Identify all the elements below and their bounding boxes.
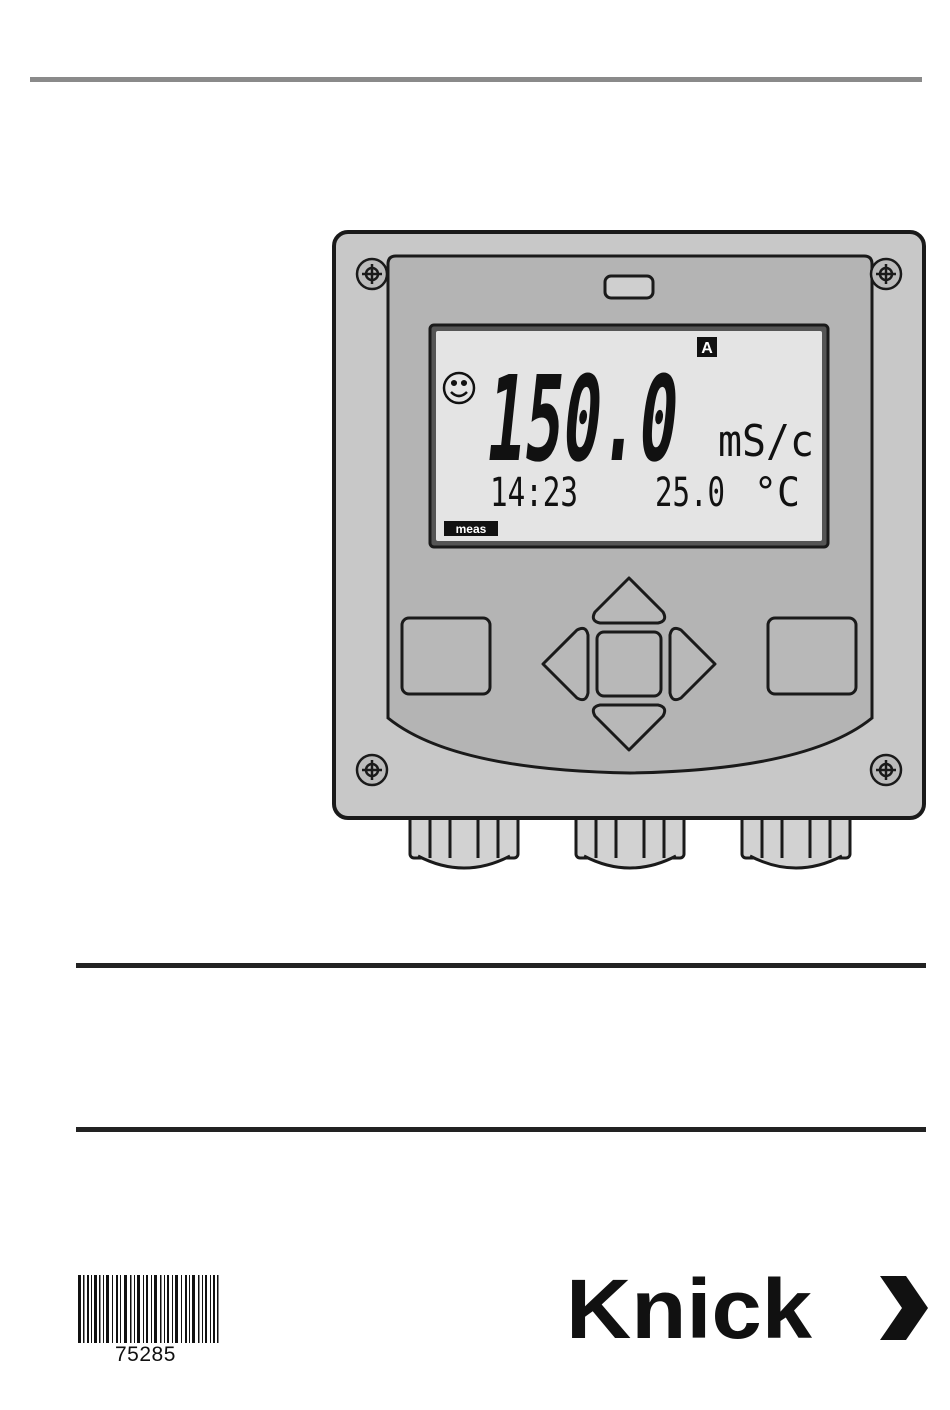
lcd-display: A 150.0 mS/c 14:23 25.0 °C meas bbox=[430, 325, 828, 547]
top-rule bbox=[30, 77, 922, 82]
mode-label: meas bbox=[456, 522, 487, 536]
temperature-readout: 25.0 bbox=[655, 470, 725, 516]
left-softkey-button[interactable] bbox=[402, 618, 490, 694]
device-illustration: A 150.0 mS/c 14:23 25.0 °C meas bbox=[330, 228, 930, 888]
knick-logo: Knick bbox=[560, 1268, 930, 1348]
time-readout: 14:23 bbox=[490, 470, 578, 516]
channel-indicator: A bbox=[701, 340, 713, 357]
barcode-number: 75285 bbox=[115, 1343, 205, 1367]
section-rule-upper bbox=[76, 963, 926, 968]
screw-icon bbox=[357, 755, 387, 785]
screw-icon bbox=[871, 259, 901, 289]
status-led bbox=[605, 276, 653, 298]
cable-gland-left bbox=[410, 813, 518, 868]
chevron-right-icon bbox=[880, 1276, 928, 1340]
screw-icon bbox=[871, 755, 901, 785]
cable-glands bbox=[410, 813, 850, 868]
main-value: 150.0 bbox=[481, 350, 685, 488]
screw-icon bbox=[357, 259, 387, 289]
cable-gland-middle bbox=[576, 813, 684, 868]
brand-wordmark: Knick bbox=[566, 1268, 812, 1348]
section-rule-lower bbox=[76, 1127, 926, 1132]
cable-gland-right bbox=[742, 813, 850, 868]
measurement-unit: mS/c bbox=[718, 416, 814, 467]
right-softkey-button[interactable] bbox=[768, 618, 856, 694]
temperature-unit: °C bbox=[754, 470, 800, 516]
enter-button[interactable] bbox=[597, 632, 661, 696]
